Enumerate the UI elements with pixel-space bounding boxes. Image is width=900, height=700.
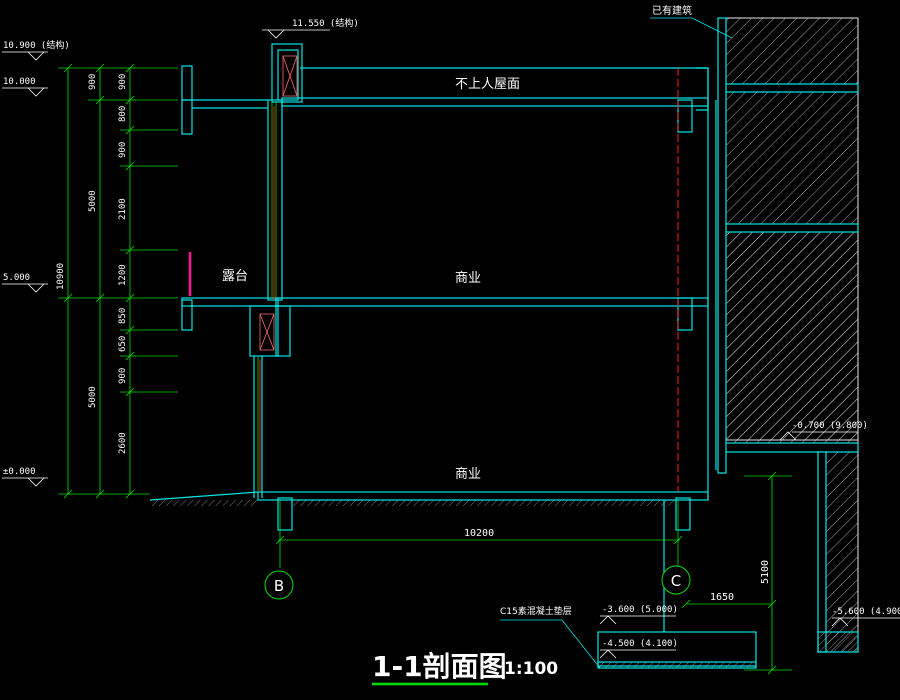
dim-total: 10900 [56,263,66,290]
existing-building [650,17,859,653]
drawing-title: 1-1剖面图 [372,650,507,683]
elev-pit-bottom: -4.500 (4.100) [602,639,678,649]
existing-building-label: 已有建筑 [652,4,692,17]
dim-inner-6: 850 [118,308,128,324]
upper-floor-label: 商业 [455,271,481,286]
elev-pit-top: -3.600 (5.000) [602,605,678,615]
elev-parapet-top: 11.550 (结构) [292,17,359,29]
axis-b-label: B [274,577,284,595]
dim-upper: 5000 [88,190,98,212]
dim-top: 900 [88,74,98,90]
elev-wall-bottom: -5.600 (4.900) [832,607,900,617]
elevation-symbols [2,29,900,659]
axis-bubble-c: C [661,565,691,595]
c15-note: C15素混凝土垫层 [500,605,572,617]
elev-top-struct: 10.900 (结构) [3,39,70,51]
dim-inner-1: 900 [118,74,128,90]
axis-bubble-b: B [264,570,294,600]
ground-hatch [150,500,258,506]
elev-second-floor: 5.000 [3,273,30,283]
dimension-lines-left [58,63,178,499]
axis-c-label: C [671,572,681,590]
dim-inner-7: 650 [118,336,128,352]
dim-inner-3: 900 [118,142,128,158]
dim-bc-span: 10200 [464,528,494,539]
dim-inner-8: 900 [118,368,128,384]
terrace-label: 露台 [222,269,248,284]
dim-inner-9: 2600 [118,432,128,454]
c15-leader [561,619,601,669]
roof-label: 不上人屋面 [455,77,520,92]
door-frames [259,55,298,351]
dim-pit-depth: 5100 [760,560,771,584]
dim-inner-2: 800 [118,106,128,122]
elev-adjacent-slab: -0.700 (9.800) [792,421,868,431]
dim-lower: 5000 [88,386,98,408]
elev-roof: 10.000 [3,77,36,87]
dim-inner-4: 2100 [118,198,128,220]
slab-hatch [292,500,676,506]
main-structure [149,43,717,531]
lower-floor-label: 商业 [455,467,481,482]
dim-pit-offset: 1650 [710,592,734,603]
drawing-scale: 1:100 [504,659,558,679]
dim-inner-5: 1200 [118,264,128,286]
elev-ground: ±0.000 [3,467,36,477]
curtain-wall [257,102,277,492]
dimension-lines-bottom [275,471,792,675]
